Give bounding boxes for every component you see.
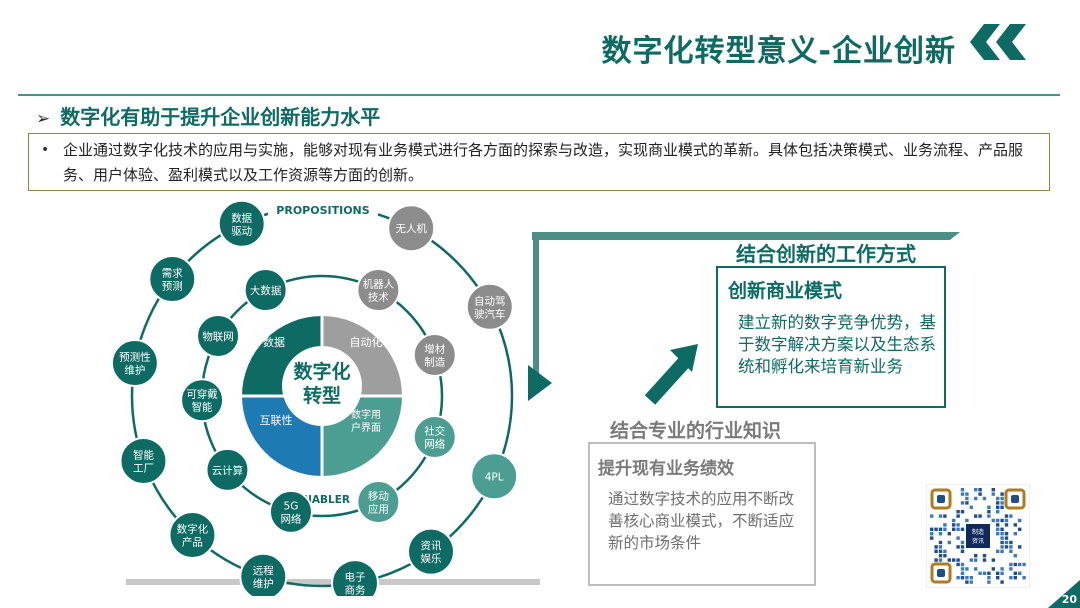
outer-node-2-label: 维护	[124, 364, 145, 377]
business-model-box: 创新商业模式 建立新的数字竞争优势，基于数字解决方案以及生态系统和孵化来培育新业…	[716, 266, 946, 408]
outer-node-7-label: 资讯	[420, 539, 441, 552]
performance-box: 提升现有业务绩效 通过数字技术的应用不断改善核心商业模式，不断适应新的市场条件	[588, 442, 816, 586]
inner-node-5-label: 移动	[368, 489, 389, 502]
outer-node-10-bubble	[387, 204, 436, 253]
business-model-title: 创新商业模式	[728, 280, 843, 302]
inner-node-4-bubble	[268, 489, 313, 534]
page-number-badge: 20	[1048, 580, 1080, 608]
outer-node-5-bubble	[239, 552, 288, 596]
outer-node-1-bubble	[148, 255, 197, 304]
inner-node-5-label: 应用	[368, 502, 389, 515]
outer-node-0-label: 数据	[231, 211, 252, 224]
inner-node-4-label: 网络	[280, 512, 301, 525]
outer-node-4-bubble	[168, 510, 217, 559]
outer-node-3-bubble	[119, 436, 168, 485]
outer-node-9-label: 自动驾	[474, 294, 506, 307]
business-model-body: 建立新的数字竞争优势，基于数字解决方案以及生态系统和孵化来培育新业务	[738, 313, 936, 376]
inner-node-2-label: 可穿戴	[186, 388, 218, 401]
outer-node-3-label: 工厂	[133, 462, 154, 474]
performance-title: 提升现有业务绩效	[598, 459, 734, 479]
inner-node-1-bubble	[196, 314, 241, 358]
center-label-line1: 数字化	[293, 360, 350, 383]
performance-body: 通过数字技术的应用不断改善核心商业模式，不断适应新的市场条件	[608, 490, 795, 552]
outer-node-7-bubble	[406, 527, 455, 576]
inner-node-6-label: 社交	[424, 425, 445, 438]
qr-center-text-1: 制造	[972, 528, 984, 536]
outer-node-2-label: 预测性	[119, 351, 151, 364]
outer-node-0-label: 驱动	[231, 225, 252, 237]
quadrant-label-automation: 自动化	[350, 335, 383, 349]
outer-node-10-label: 无人机	[395, 222, 427, 235]
quadrant-label-ui: 数字用户界面	[351, 408, 381, 434]
outer-node-6-label: 电子	[344, 571, 365, 584]
inner-node-7-bubble	[412, 332, 457, 377]
outer-node-5-label: 维护	[253, 577, 274, 590]
inner-node-8-label: 机器人	[363, 278, 395, 291]
outer-node-4-label: 产品	[182, 535, 203, 548]
outer-node-6-bubble	[331, 559, 379, 596]
inner-node-8-label: 技术	[368, 291, 389, 304]
center-disc	[282, 346, 362, 426]
outer-node-9-bubble	[465, 282, 514, 331]
inner-node-0-label: 大数据	[250, 284, 282, 297]
page-title: 数字化转型意义-企业创新	[601, 34, 956, 69]
outer-node-4-label: 数字化	[177, 522, 209, 535]
inner-node-5-bubble	[356, 479, 401, 524]
quadrant-label-data: 数据	[263, 335, 285, 349]
arrow-bullet-icon: ➢	[36, 109, 51, 129]
outer-node-8-label: 4PL	[485, 471, 504, 483]
section-heading-text: 数字化有助于提升企业创新能力水平	[60, 105, 381, 129]
growth-arrow-icon	[644, 344, 698, 405]
bullet-dot-icon: •	[41, 142, 50, 158]
industry-knowledge-header: 结合专业的行业知识	[610, 420, 782, 442]
inner-node-0-bubble	[243, 268, 288, 313]
outer-node-6-label: 商务	[344, 584, 365, 596]
panel-decorations	[528, 232, 960, 405]
inner-node-2-bubble	[180, 378, 225, 423]
qr-code[interactable]: 制造 资讯	[926, 484, 1030, 588]
inner-node-3-label: 云计算	[212, 464, 244, 477]
double-chevron-left-icon	[970, 24, 1026, 60]
inner-node-3-bubble	[205, 447, 250, 492]
innovation-panel: 结合创新的工作方式 创新商业模式 建立新的数字竞争优势，基于数字解决方案以及生态…	[520, 228, 1080, 608]
outer-node-7-label: 娱乐	[420, 552, 441, 565]
center-label-line2: 转型	[303, 384, 341, 407]
inner-node-2-label: 智能	[192, 401, 213, 414]
summary-text: 企业通过数字化技术的应用与实施，能够对现有业务模式进行各方面的探索与改造，实现商…	[63, 141, 1024, 184]
inner-node-1-label: 物联网	[202, 330, 234, 343]
inner-node-8-bubble	[356, 268, 401, 313]
outer-node-2-bubble	[110, 339, 159, 388]
inner-node-4-label: 5G	[284, 500, 299, 512]
section-heading: ➢ 数字化有助于提升企业创新能力水平	[36, 101, 380, 130]
outer-node-8-bubble	[470, 452, 519, 501]
outer-node-5-label: 远程	[253, 565, 274, 577]
qr-center-text-2: 资讯	[972, 537, 984, 545]
inner-node-6-bubble	[412, 415, 457, 460]
outer-node-1-label: 需求	[162, 268, 183, 280]
title-divider	[18, 94, 1060, 96]
propositions-label: PROPOSITIONS	[276, 204, 369, 217]
outer-node-9-label: 驶汽车	[474, 307, 506, 320]
outer-node-0-bubble	[217, 199, 266, 248]
transformation-diagram: 数据 自动化 互联性 数字用户界面 数字化 转型 PROPOSITIONS EN…	[110, 199, 540, 596]
inner-node-7-label: 增材	[424, 342, 445, 355]
innovation-header: 结合创新的工作方式	[736, 242, 916, 266]
inner-node-7-label: 制造	[424, 355, 445, 368]
outer-node-1-label: 预测	[162, 280, 183, 293]
summary-box: • 企业通过数字化技术的应用与实施，能够对现有业务模式进行各方面的探索与改造，实…	[28, 133, 1050, 191]
outer-node-3-label: 智能	[133, 448, 154, 461]
quadrant-label-connectivity: 互联性	[260, 413, 293, 427]
inner-node-6-label: 网络	[424, 438, 445, 451]
page-number: 20	[1061, 593, 1077, 606]
